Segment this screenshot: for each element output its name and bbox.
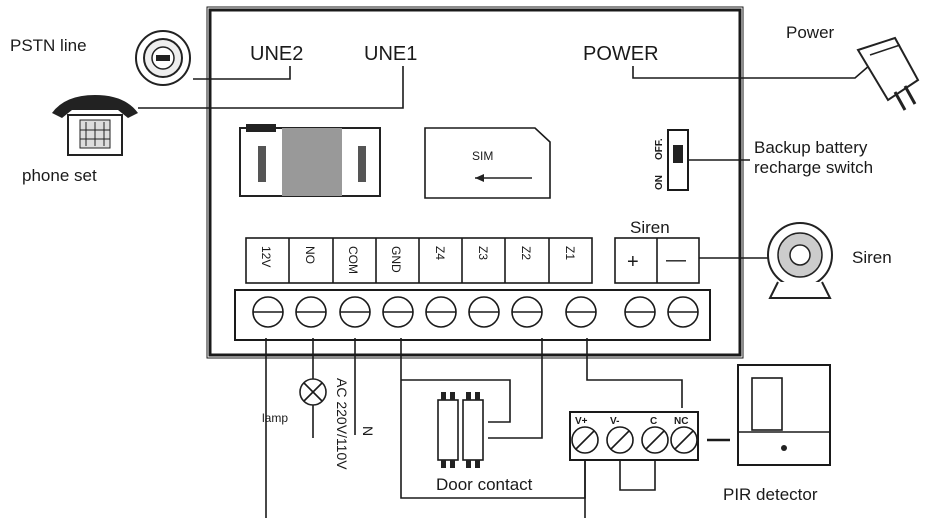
phone-set-icon bbox=[52, 95, 138, 156]
terminal-label-12v: 12V bbox=[259, 246, 273, 267]
pir-nc-label: NC bbox=[674, 416, 688, 427]
pstn-wire bbox=[193, 66, 291, 80]
pir-vminus-label: V- bbox=[610, 416, 619, 427]
backup-label-line1: Backup battery bbox=[754, 138, 868, 157]
pir-c-label: C bbox=[650, 416, 657, 427]
siren-terminal-labels: + — bbox=[614, 237, 700, 284]
pir-vplus-label: V+ bbox=[575, 416, 588, 427]
switch-on-label: ON bbox=[654, 175, 665, 190]
siren-device-label: Siren bbox=[852, 248, 892, 267]
wire-gnd bbox=[400, 338, 586, 499]
terminal-labels: 12V NO COM GND Z4 Z3 Z2 Z1 bbox=[245, 237, 593, 284]
pir-terminal-block: V+ V- C NC bbox=[569, 411, 699, 461]
pir-detector-icon bbox=[737, 364, 831, 466]
terminal-strip bbox=[234, 289, 711, 341]
sim-slot: SIM bbox=[424, 127, 551, 199]
lamp-label: lamp bbox=[262, 411, 288, 425]
door-contact-icon bbox=[437, 392, 484, 468]
pir-detector-label: PIR detector bbox=[723, 485, 818, 504]
recharge-switch[interactable] bbox=[667, 129, 689, 191]
ac-supply-label: AC 220V/110V bbox=[334, 378, 350, 470]
door-contact-label: Door contact bbox=[436, 475, 533, 494]
terminal-label-com: COM bbox=[346, 246, 360, 274]
terminal-label-z3: Z3 bbox=[476, 246, 490, 260]
gsm-module bbox=[239, 124, 381, 197]
terminal-label-z4: Z4 bbox=[433, 246, 447, 260]
backup-label-line2: recharge switch bbox=[754, 158, 873, 177]
terminal-label-no: NO bbox=[303, 246, 317, 264]
power-port-label: POWER bbox=[583, 43, 659, 65]
siren-plus-label: + bbox=[627, 251, 639, 273]
siren-icon bbox=[767, 222, 833, 299]
siren-minus-label: — bbox=[666, 249, 686, 271]
phone-set-label: phone set bbox=[22, 166, 97, 185]
wire-z2-door bbox=[488, 338, 543, 439]
sim-label: SIM bbox=[472, 149, 493, 163]
power-wire bbox=[632, 64, 871, 79]
terminal-label-gnd: GND bbox=[389, 246, 403, 273]
wire-door-top bbox=[401, 379, 511, 423]
pstn-line-label: PSTN line bbox=[10, 36, 87, 55]
pstn-socket-icon bbox=[135, 30, 191, 86]
phone-wire bbox=[138, 66, 404, 109]
neutral-label: N bbox=[360, 426, 376, 436]
siren-header-label: Siren bbox=[630, 218, 670, 237]
terminal-label-z1: Z1 bbox=[563, 246, 577, 260]
une1-label: UNE1 bbox=[364, 43, 417, 65]
power-adapter-icon bbox=[856, 36, 920, 111]
terminal-label-z2: Z2 bbox=[519, 246, 533, 260]
switch-off-label: OFF. bbox=[654, 138, 665, 160]
lamp-icon bbox=[299, 378, 327, 406]
une2-label: UNE2 bbox=[250, 43, 303, 65]
power-device-label: Power bbox=[786, 23, 835, 42]
wire-z1-pir bbox=[586, 338, 683, 408]
wire-pir-c bbox=[619, 460, 656, 491]
